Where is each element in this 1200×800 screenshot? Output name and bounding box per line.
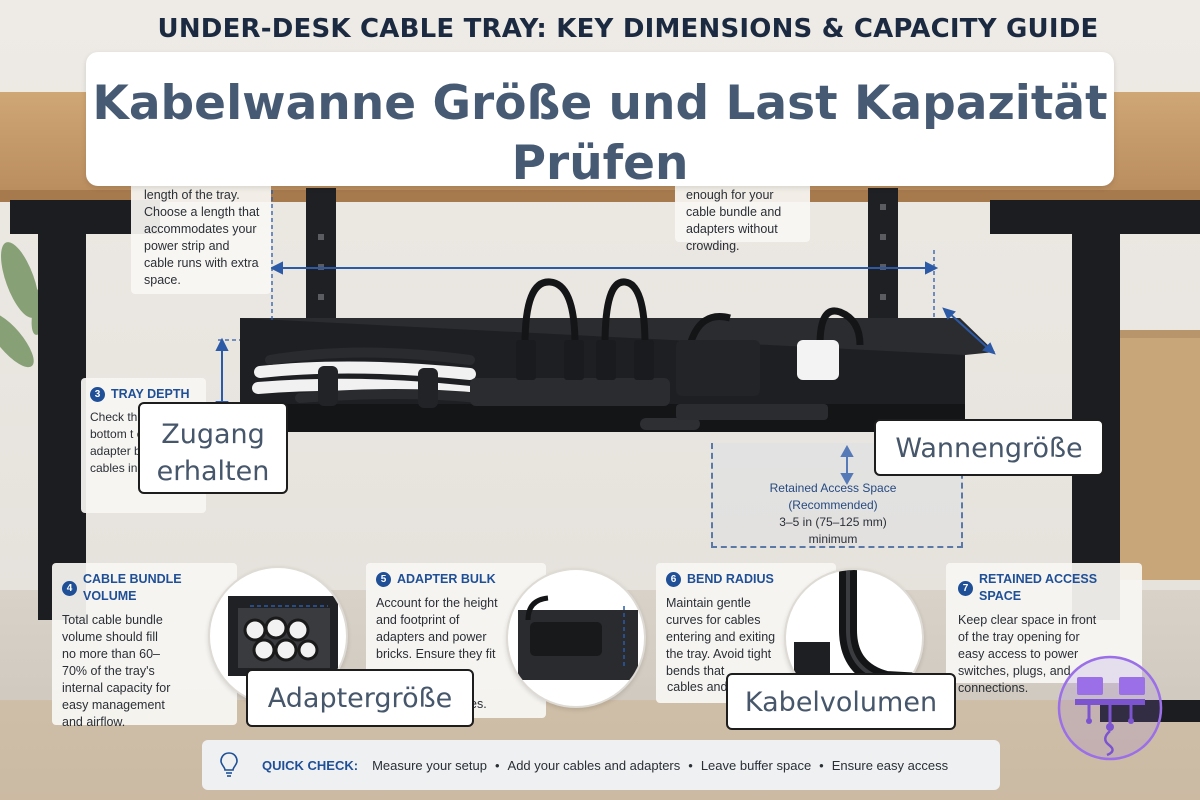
quick-check-bar: QUICK CHECK: Measure your setup • Add yo… bbox=[202, 740, 1000, 790]
bend-radius-text: Maintain gentle curves for cables enteri… bbox=[666, 596, 776, 678]
retained-access-text: Keep clear space in front of the tray op… bbox=[958, 613, 1097, 695]
label-adaptergroesse: Adaptergröße bbox=[246, 669, 474, 727]
hero-title: Kabelwanne Größe und Last Kapazität Prüf… bbox=[92, 76, 1108, 191]
lightbulb-icon bbox=[218, 750, 240, 781]
tray-width-text: enough for your cable bundle and adapter… bbox=[686, 188, 782, 253]
cable-bundle-illustration bbox=[228, 596, 338, 676]
access-line-2: (Recommended) bbox=[788, 498, 878, 512]
retained-access-annotation: Retained Access Space (Recommended) 3–5 … bbox=[728, 480, 938, 548]
adapter-bulk-title: ADAPTER BULK bbox=[397, 572, 496, 586]
bend-radius-title: BEND RADIUS bbox=[687, 572, 774, 586]
quick-check-item: Ensure easy access bbox=[831, 757, 949, 773]
quick-check-item: Add your cables and adapters bbox=[507, 757, 681, 773]
tray-length-card: length of the tray. Choose a length that… bbox=[131, 170, 271, 294]
access-line-4: minimum bbox=[808, 532, 858, 546]
retained-access-card: 7 RETAINED ACCESS SPACE Keep clear space… bbox=[946, 563, 1142, 695]
step-badge: 6 bbox=[666, 572, 681, 587]
bend-radius-tail: cables and bbox=[667, 680, 728, 694]
tray-length-text: length of the tray. Choose a length that… bbox=[144, 188, 260, 287]
hero-title-box: Kabelwanne Größe und Last Kapazität Prüf… bbox=[86, 52, 1114, 191]
label-zugang: Zugang erhalten bbox=[138, 402, 288, 494]
retained-access-title: RETAINED ACCESS SPACE bbox=[979, 572, 1098, 603]
bullet-separator: • bbox=[688, 757, 693, 773]
tray-depth-title: TRAY DEPTH bbox=[111, 387, 190, 401]
cable-bundle-title: CABLE BUNDLE VOLUME bbox=[83, 572, 182, 603]
access-line-3: 3–5 in (75–125 mm) bbox=[779, 515, 887, 529]
step-badge: 4 bbox=[62, 580, 77, 596]
bullet-separator: • bbox=[494, 757, 500, 773]
network-logo-icon bbox=[1057, 655, 1163, 761]
step-badge: 7 bbox=[958, 580, 973, 596]
bullet-separator: • bbox=[819, 757, 824, 773]
adapter-bulk-circle bbox=[506, 568, 646, 708]
quick-check-title: QUICK CHECK: bbox=[262, 757, 359, 773]
cable-bundle-card: 4 CABLE BUNDLE VOLUME Total cable bundle… bbox=[52, 563, 237, 729]
adapter-bulk-text: Account for the height and footprint of … bbox=[376, 596, 498, 661]
quick-check-item: Leave buffer space bbox=[700, 757, 812, 773]
label-wannengroesse: Wannengröße bbox=[874, 419, 1104, 476]
cable-bundle-text: Total cable bundle volume should fill no… bbox=[62, 613, 171, 729]
label-kabelvolumen: Kabelvolumen bbox=[726, 673, 956, 730]
guide-title: UNDER-DESK CABLE TRAY: KEY DIMENSIONS & … bbox=[157, 14, 1099, 44]
adapter-illustration bbox=[518, 595, 638, 680]
step-badge: 3 bbox=[90, 387, 105, 402]
quick-check-item: Measure your setup bbox=[372, 757, 487, 773]
step-badge: 5 bbox=[376, 572, 391, 587]
adapter-bulk-tail: es. bbox=[470, 697, 487, 711]
access-line-1: Retained Access Space bbox=[769, 481, 897, 495]
